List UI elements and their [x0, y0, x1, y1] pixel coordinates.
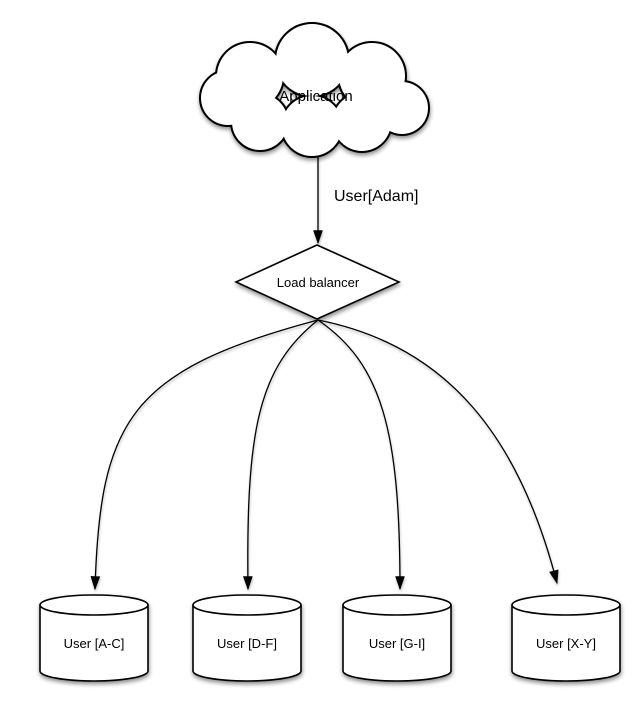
shard-cylinder-2: User [D-F]	[192, 594, 302, 682]
shard-label-4: User [X-Y]	[536, 636, 596, 651]
shard-label-2: User [D-F]	[217, 636, 277, 651]
shard-cylinder-4: User [X-Y]	[511, 594, 621, 682]
cylinder-body	[192, 605, 302, 682]
shard-label-3: User [G-I]	[369, 636, 425, 651]
edge-loadbalancer-to-shard-3	[317, 319, 405, 591]
cylinder-top	[511, 594, 621, 616]
shard-label-1: User [A-C]	[64, 636, 125, 651]
application-label: Application	[279, 88, 352, 105]
cylinder-top	[39, 594, 149, 616]
edge-loadbalancer-to-shard-1	[90, 319, 319, 591]
application-cloud-node: Application	[199, 22, 430, 158]
load-balancer-node: Load balancer	[234, 244, 401, 320]
cylinder-top	[192, 594, 302, 616]
cylinder-body	[342, 605, 452, 682]
shard-cylinder-1: User [A-C]	[39, 594, 149, 682]
load-balancer-label: Load balancer	[277, 275, 360, 290]
edge-loadbalancer-to-shard-2	[242, 319, 319, 591]
cylinder-body	[511, 605, 621, 682]
cylinder-top	[342, 594, 452, 616]
edge-label-user-adam: User[Adam]	[334, 188, 418, 205]
diamond-shape	[234, 244, 401, 320]
edge-loadbalancer-to-shard-4	[317, 319, 559, 585]
cloud-shape	[199, 22, 430, 158]
edge-lines	[90, 152, 559, 591]
cylinder-body	[39, 605, 149, 682]
shard-cylinder-3: User [G-I]	[342, 594, 452, 682]
